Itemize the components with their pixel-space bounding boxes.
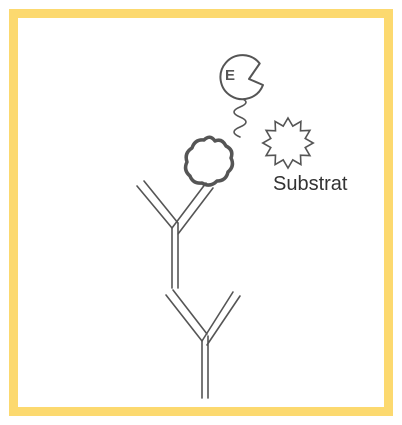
enzyme-label: E [225, 67, 235, 84]
linker [233, 97, 247, 138]
enzyme-shape [219, 54, 264, 101]
secondary-antibody [136, 180, 214, 289]
primary-antibody [165, 289, 241, 399]
substrate-label: Substrat [273, 173, 348, 195]
diagram-frame [9, 9, 393, 416]
antigen-shape [183, 135, 235, 187]
substrate-shape [261, 116, 315, 170]
